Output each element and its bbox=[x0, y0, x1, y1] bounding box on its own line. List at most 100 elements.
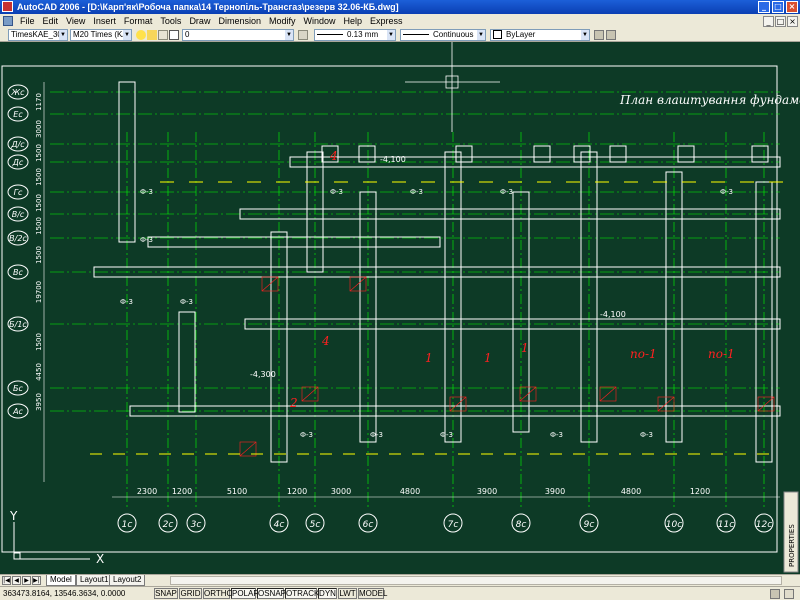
axis-label: 12c bbox=[756, 520, 772, 530]
footing-label: Ф-3 bbox=[440, 431, 453, 439]
cursor-pickbox bbox=[445, 75, 459, 89]
text-style-select[interactable]: TimesKAE_300▼ bbox=[8, 29, 68, 41]
layer-previous-icon[interactable] bbox=[298, 30, 308, 40]
axis-label: 2c bbox=[163, 520, 174, 530]
dimension-text: 1500 bbox=[35, 246, 43, 264]
foundation-strip bbox=[755, 181, 773, 463]
model-space-toggle[interactable]: MODEL bbox=[358, 588, 388, 599]
close-button[interactable]: × bbox=[786, 1, 798, 13]
prev-tab-icon[interactable]: ◀ bbox=[12, 576, 21, 585]
grid-toggle[interactable]: GRID bbox=[179, 588, 202, 599]
axis-bubble bbox=[443, 513, 463, 533]
footing-pad bbox=[358, 145, 376, 163]
foundation-strip bbox=[444, 151, 462, 443]
dyn-toggle[interactable]: DYN bbox=[318, 588, 337, 599]
menu-window[interactable]: Window bbox=[303, 16, 336, 26]
otrack-toggle[interactable]: OTRACK bbox=[285, 588, 320, 599]
next-tab-icon[interactable]: ▶ bbox=[22, 576, 31, 585]
axis-bubble bbox=[7, 230, 29, 246]
communication-center-icon[interactable] bbox=[770, 589, 780, 599]
drawing-svg: План влаштування фундамент1c2c3c4c5c6c7c… bbox=[1, 42, 800, 573]
menu-format[interactable]: Format bbox=[123, 16, 153, 26]
footing-label: Ф-3 bbox=[410, 188, 423, 196]
color-swatch-icon[interactable] bbox=[169, 30, 179, 40]
foundation-strip bbox=[512, 191, 530, 433]
axis-label: В/2с bbox=[9, 234, 27, 243]
tab-model[interactable]: Model bbox=[46, 575, 76, 586]
hatched-section bbox=[301, 386, 319, 402]
footing-pad bbox=[609, 145, 627, 163]
menu-modify[interactable]: Modify bbox=[268, 16, 296, 26]
hatch-line bbox=[599, 386, 617, 402]
footing-label: Ф-3 bbox=[640, 431, 653, 439]
axis-label: 11c bbox=[718, 520, 734, 530]
section-mark: 4 bbox=[329, 149, 338, 163]
first-tab-icon[interactable]: |◀ bbox=[2, 576, 11, 585]
sun-icon[interactable] bbox=[147, 30, 157, 40]
chevron-down-icon: ▼ bbox=[285, 30, 293, 40]
menu-express[interactable]: Express bbox=[370, 16, 403, 26]
hatched-section bbox=[349, 276, 367, 292]
menu-file[interactable]: File bbox=[20, 16, 35, 26]
tab-layout2[interactable]: Layout2 bbox=[109, 575, 146, 586]
menu-edit[interactable]: Edit bbox=[42, 16, 59, 26]
lwt-toggle[interactable]: LWT bbox=[338, 588, 357, 599]
layer-value: 0 bbox=[185, 30, 190, 39]
light-bulb-icon[interactable] bbox=[136, 30, 146, 40]
menu-bar: File Edit View Insert Format Tools Draw … bbox=[0, 14, 800, 28]
footing-label: Ф-3 bbox=[300, 431, 313, 439]
styles-toolbar: TimesKAE_300▼ M20 Times (KAE▼ 0▼ 0.13 mm… bbox=[0, 28, 800, 42]
hatched-section bbox=[757, 396, 775, 412]
menu-insert[interactable]: Insert bbox=[93, 16, 116, 26]
axis-bubble bbox=[7, 403, 29, 419]
text-style-value: TimesKAE_300 bbox=[11, 30, 67, 39]
lineweight-preview bbox=[317, 34, 343, 36]
linetype-select[interactable]: Continuous▼ bbox=[400, 29, 486, 41]
document-icon[interactable] bbox=[3, 16, 13, 26]
drawing-canvas[interactable]: План влаштування фундамент1c2c3c4c5c6c7c… bbox=[0, 42, 800, 574]
lock-icon[interactable] bbox=[158, 30, 168, 40]
menu-draw[interactable]: Draw bbox=[189, 16, 211, 26]
level-label: -4,100 bbox=[380, 155, 406, 164]
menu-tools[interactable]: Tools bbox=[160, 16, 182, 26]
section-mark: 1 bbox=[521, 341, 529, 355]
tab-layout1[interactable]: Layout1 bbox=[76, 575, 113, 586]
maximize-button[interactable]: □ bbox=[772, 1, 784, 13]
axis-bubble bbox=[186, 513, 206, 533]
plan-title: План влаштування фундамент bbox=[619, 93, 800, 107]
footing-label: Ф-3 bbox=[500, 188, 513, 196]
footing-pad bbox=[321, 145, 339, 163]
axis-label: 1c bbox=[122, 520, 133, 530]
last-tab-icon[interactable]: ▶| bbox=[32, 576, 41, 585]
layer-select[interactable]: 0▼ bbox=[182, 29, 294, 41]
doc-minimize-button[interactable]: _ bbox=[763, 15, 774, 27]
snap-toggle[interactable]: SNAP bbox=[154, 588, 178, 599]
foundation-strip bbox=[580, 151, 598, 443]
lineweight-select[interactable]: 0.13 mm▼ bbox=[314, 29, 396, 41]
polar-toggle[interactable]: POLAR bbox=[231, 588, 260, 599]
hatched-section bbox=[239, 441, 257, 457]
ortho-toggle[interactable]: ORTHO bbox=[203, 588, 233, 599]
footing-label: Ф-3 bbox=[330, 188, 343, 196]
dimension-text: 3000 bbox=[331, 487, 351, 496]
hatched-section bbox=[449, 396, 467, 412]
section-mark: по-1 bbox=[708, 347, 735, 361]
doc-close-button[interactable]: × bbox=[787, 15, 798, 27]
color-select[interactable]: ByLayer▼ bbox=[490, 29, 590, 41]
match-properties-icon[interactable] bbox=[606, 30, 616, 40]
dim-style-select[interactable]: M20 Times (KAE▼ bbox=[70, 29, 132, 41]
osnap-toggle[interactable]: OSNAP bbox=[257, 588, 287, 599]
axis-label: 6c bbox=[363, 520, 374, 530]
doc-restore-button[interactable]: □ bbox=[775, 15, 786, 27]
foundation-strip bbox=[359, 191, 377, 443]
autocad-app-icon[interactable] bbox=[2, 1, 13, 12]
plot-style-icon[interactable] bbox=[594, 30, 604, 40]
menu-view[interactable]: View bbox=[66, 16, 86, 26]
minimize-button[interactable]: _ bbox=[758, 1, 770, 13]
hatch-line bbox=[301, 386, 319, 402]
horizontal-scrollbar[interactable] bbox=[170, 576, 782, 585]
footing-pad bbox=[455, 145, 473, 163]
lock-toolbar-icon[interactable] bbox=[784, 589, 794, 599]
menu-dimension[interactable]: Dimension bbox=[218, 16, 261, 26]
menu-help[interactable]: Help bbox=[343, 16, 363, 26]
